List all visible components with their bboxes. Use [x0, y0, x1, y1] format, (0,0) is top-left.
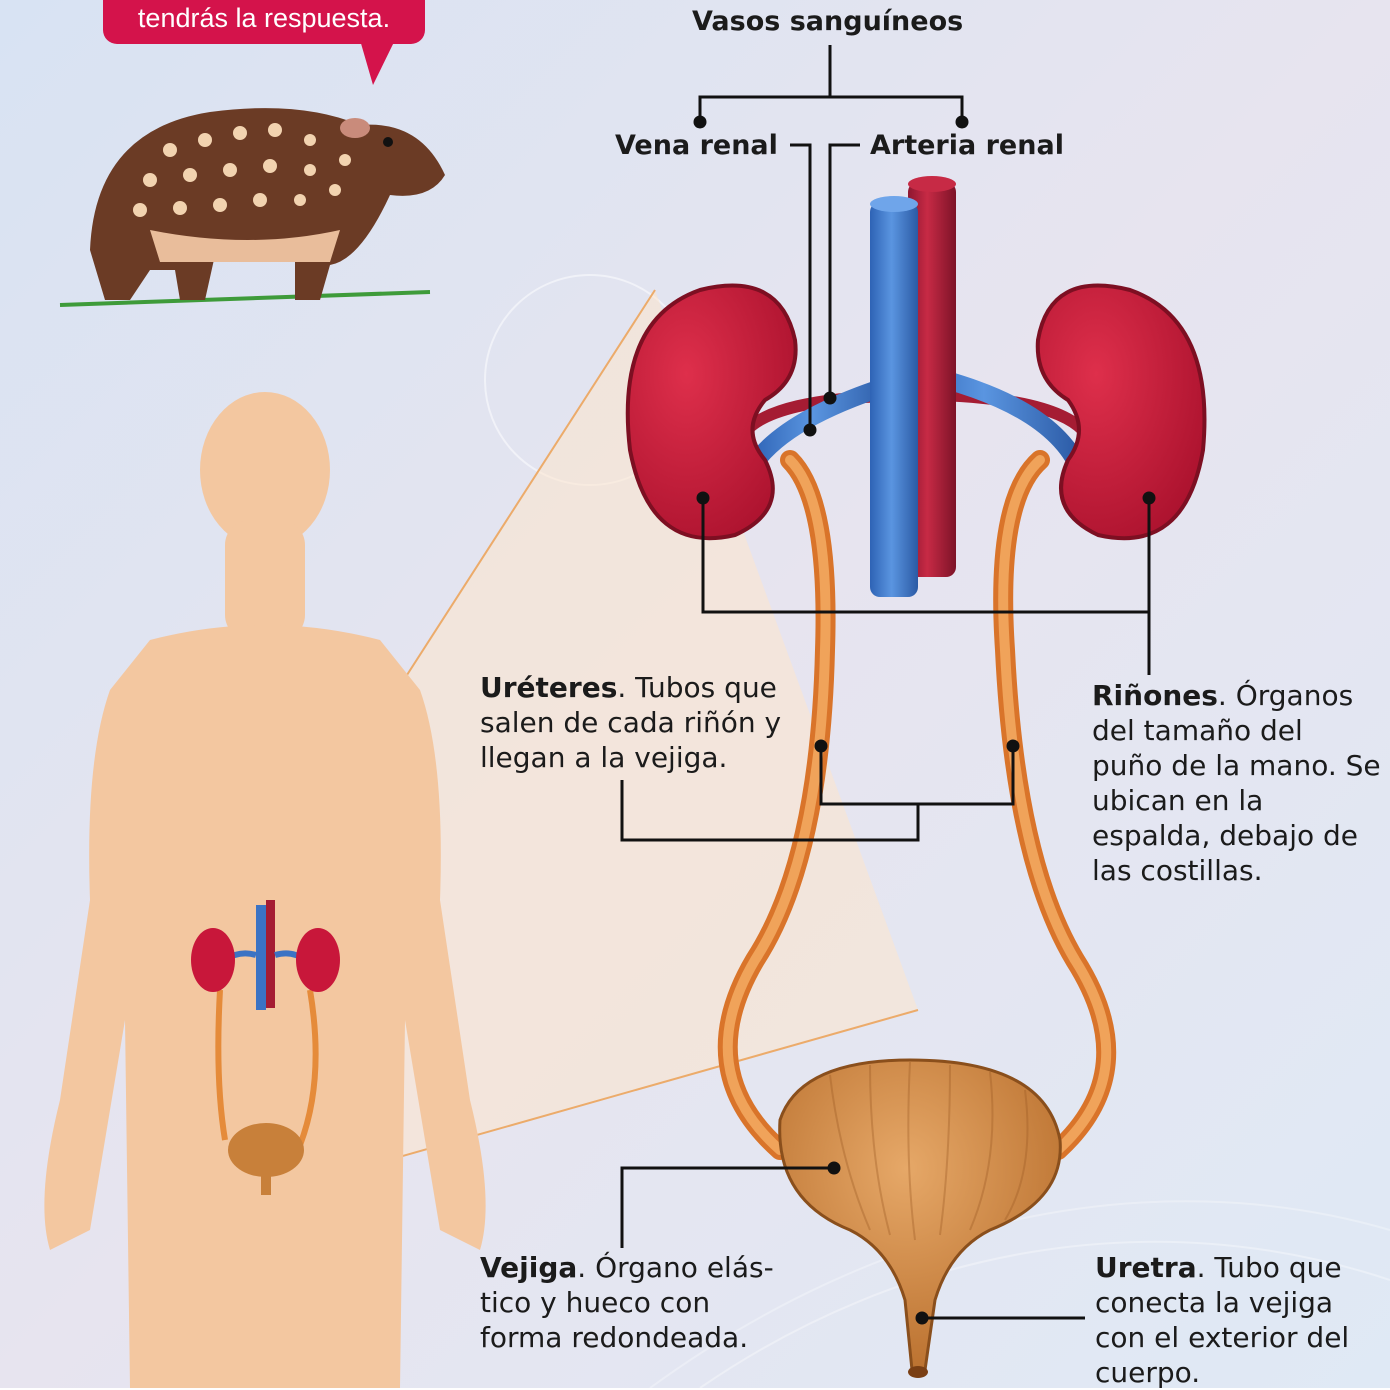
desc-uretra: Uretra. Tubo que conecta la vejiga con e…	[1095, 1250, 1365, 1390]
desc-vejiga: Vejiga. Órgano elás- tico y hueco con fo…	[480, 1250, 780, 1355]
term-vejiga: Vejiga	[480, 1251, 577, 1284]
speech-bubble-text: tendrás la respuesta.	[138, 3, 390, 33]
term-uretra: Uretra	[1095, 1251, 1197, 1284]
speech-bubble-tail	[355, 40, 405, 90]
speech-bubble: tendrás la respuesta.	[103, 0, 425, 44]
great-vessels	[870, 176, 956, 597]
desc-ureteres: Uréteres. Tubos que salen de cada riñón …	[480, 670, 785, 775]
label-vena-renal: Vena renal	[615, 130, 778, 161]
term-ureteres: Uréteres	[480, 671, 617, 704]
label-vasos-sanguineos: Vasos sanguíneos	[692, 6, 963, 37]
label-arteria-renal: Arteria renal	[870, 130, 1064, 161]
desc-rinones: Riñones. Órganos del tamaño del puño de …	[1092, 678, 1382, 888]
term-rinones: Riñones	[1092, 679, 1218, 712]
